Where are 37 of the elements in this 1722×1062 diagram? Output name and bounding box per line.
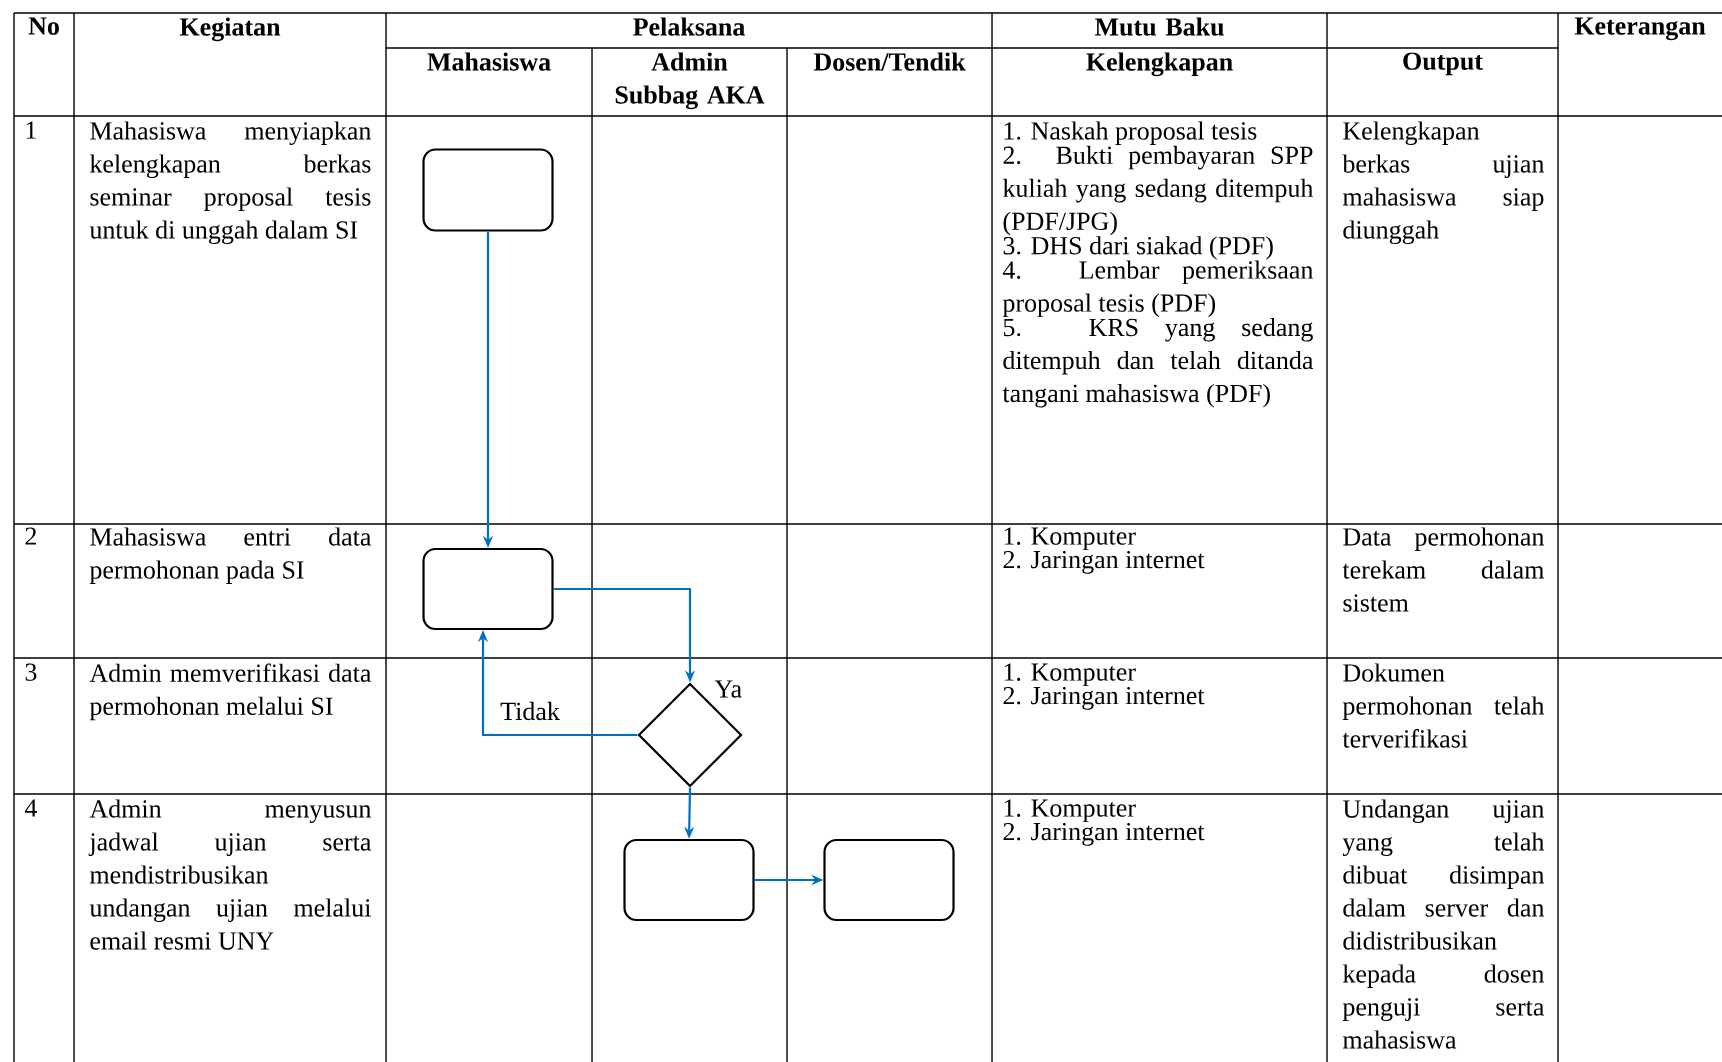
decision-diamond [637,682,743,788]
list-item: 5. KRS yang sedang ditempuh dan telah ditanda tangani mahasiswa (PDF) [1002,317,1314,408]
list-item: 2. Bukti pembayaran SPP kuliah yang sedang ditempuh (PDF/JPG) [1002,145,1314,236]
column-header: Dosen/Tendik [813,52,966,71]
edge-label: Tidak [498,699,562,723]
activity-text: Admin menyusun jadwal ujian serta mendistribusikan undangan ujian melalui email resmi UNY [88,799,372,950]
list-item: 3. DHS dari siakad (PDF) [1003,236,1273,260]
activity-text: Mahasiswa menyiapkan kelengkapan berkas seminar proposal tesis untuk di unggah dalam SI [89,121,371,245]
row-number: 1 [26,121,36,139]
row-number: 2 [25,527,36,545]
column-header: Kegiatan [179,17,281,42]
column-header: Keterangan [1574,17,1706,41]
column-header: Pelaksana [633,17,745,36]
column-header: Kelengkapan [1086,52,1233,77]
column-header: Mutu Baku [1094,17,1224,36]
list-item: 2. Jaringan internet [1003,550,1205,574]
output-text: Dokumen permohonan telah terverifikasi [1342,663,1545,748]
list-item: 1. Komputer [1004,663,1136,687]
list-item: 2. Jaringan internet [1003,822,1205,846]
activity-text: Admin memverifikasi data permohonan melalui SI [89,663,372,721]
process-box [422,148,554,232]
row-number: 4 [24,799,37,817]
column-header: Admin Subbag AKA [615,52,765,110]
row-number: 3 [25,663,37,681]
output-text: Data permohonan terekam dalam sistem [1342,527,1545,612]
column-header: No [28,17,59,35]
branch-label: Ya [714,680,742,698]
output-text: Kelengkapan berkas ujian mahasiswa siap diunggah [1342,121,1545,245]
list-item: 4. Lembar pemeriksaan proposal tesis (PDF) [1002,260,1314,318]
process-box [823,838,955,922]
process-box [623,838,755,922]
list-item: 2. Jaringan internet [1003,686,1205,710]
column-header: Output [1403,52,1483,76]
output-text: Undangan ujian yang telah dibuat disimpan dalam server dan didistribusikan kepada dosen penguji serta mahasiswa [1342,799,1545,1049]
list-item: 1. Komputer [1004,527,1136,551]
list-item: 1. Naskah proposal tesis [1004,121,1257,145]
process-box [422,547,554,631]
